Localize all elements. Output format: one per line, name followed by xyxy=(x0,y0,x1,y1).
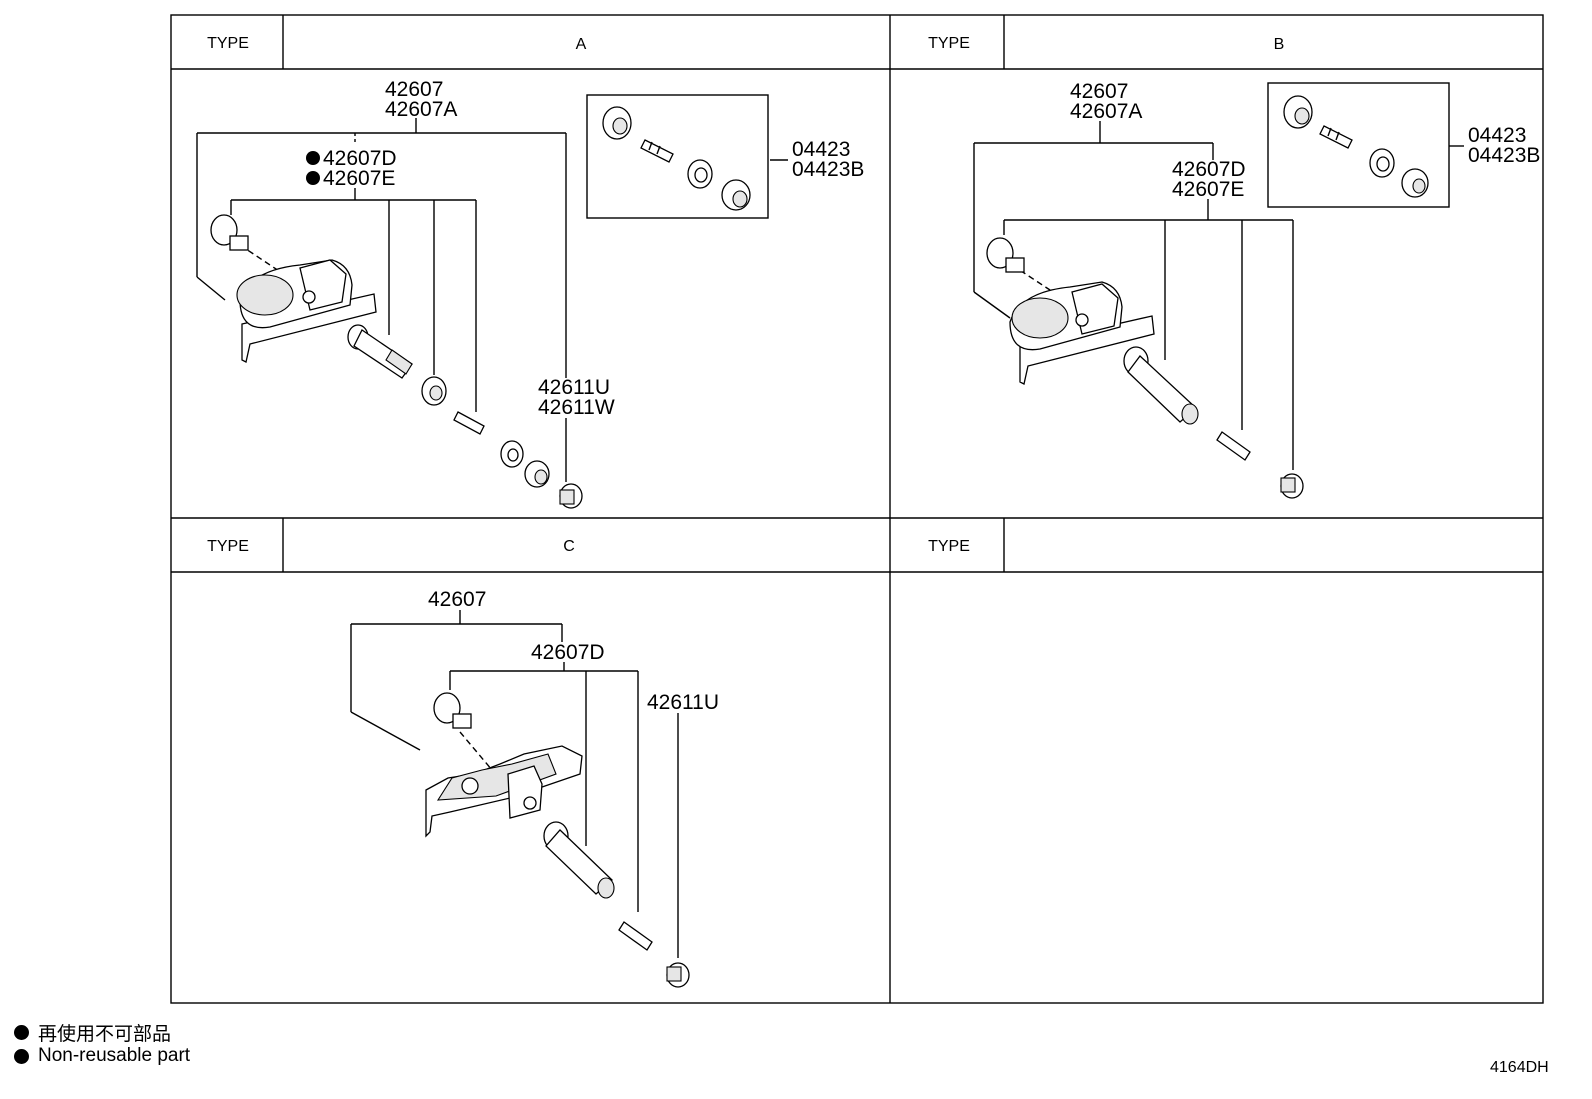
panel-d-type-label: TYPE xyxy=(928,538,970,555)
leader-lines xyxy=(196,118,788,482)
label-04423b: 04423B xyxy=(1468,144,1540,167)
panel-c-type-value: C xyxy=(563,538,575,555)
kit-box xyxy=(586,94,769,219)
leader-lines xyxy=(350,610,679,958)
valve-parts xyxy=(618,921,690,988)
label-42607: 42607 xyxy=(385,78,443,101)
label-42607: 42607 xyxy=(1070,80,1128,103)
label-42607e: 42607E xyxy=(323,167,395,190)
legend-text-jp: 再使用不可部品 xyxy=(38,1024,172,1045)
label-04423: 04423 xyxy=(792,138,850,161)
panel-b-type-label: TYPE xyxy=(928,35,970,52)
label-42607d: 42607D xyxy=(1172,158,1246,181)
label-04423: 04423 xyxy=(1468,124,1526,147)
kit-box xyxy=(1267,82,1450,208)
filled-circle-icon xyxy=(14,1048,29,1064)
panel-c-type-label: TYPE xyxy=(207,538,249,555)
label-04423b: 04423B xyxy=(792,158,864,181)
label-42611w: 42611W xyxy=(538,396,615,419)
label-42607a: 42607A xyxy=(1070,100,1142,123)
valve-stem xyxy=(1123,346,1199,425)
valve-parts xyxy=(1216,431,1304,499)
legend-text-en: Non-reusable part xyxy=(38,1045,191,1066)
valve-parts xyxy=(421,376,583,509)
panel-a-type-value: A xyxy=(576,36,587,53)
label-42607e: 42607E xyxy=(1172,178,1244,201)
non-reusable-dot-icon xyxy=(306,171,320,185)
legend-non-reusable-en: Non-reusable part xyxy=(14,1045,190,1067)
tpms-sensor-assembly xyxy=(986,237,1155,385)
label-42607: 42607 xyxy=(428,588,486,611)
panel-b: 42607 42607A 42607D 42607E 04423 04423B xyxy=(973,80,1540,499)
tpms-sensor-assembly xyxy=(210,214,377,363)
label-42611u: 42611U xyxy=(538,376,610,399)
leader-lines xyxy=(973,121,1464,470)
non-reusable-dot-icon xyxy=(306,151,320,165)
label-42611u: 42611U xyxy=(647,691,719,714)
valve-stem xyxy=(543,821,615,899)
label-42607d: 42607D xyxy=(531,641,605,664)
legend-non-reusable-jp: 再使用不可部品 xyxy=(14,1019,171,1046)
kit-parts xyxy=(1283,95,1429,198)
grid-frame xyxy=(170,14,1544,1004)
diagram-reference-code: 4164DH xyxy=(1490,1059,1549,1076)
panel-b-type-value: B xyxy=(1274,36,1285,53)
kit-parts xyxy=(602,106,751,211)
filled-circle-icon xyxy=(14,1025,29,1040)
tpms-sensor-assembly xyxy=(425,692,583,838)
panel-a-type-label: TYPE xyxy=(207,35,249,52)
label-42607d: 42607D xyxy=(323,147,397,170)
panel-a: 42607 42607A 42607D 42607E 04423 04423B … xyxy=(196,78,864,509)
panel-c: 42607 42607D 42611U xyxy=(350,588,719,988)
label-42607a: 42607A xyxy=(385,98,457,121)
valve-stem xyxy=(347,324,413,379)
